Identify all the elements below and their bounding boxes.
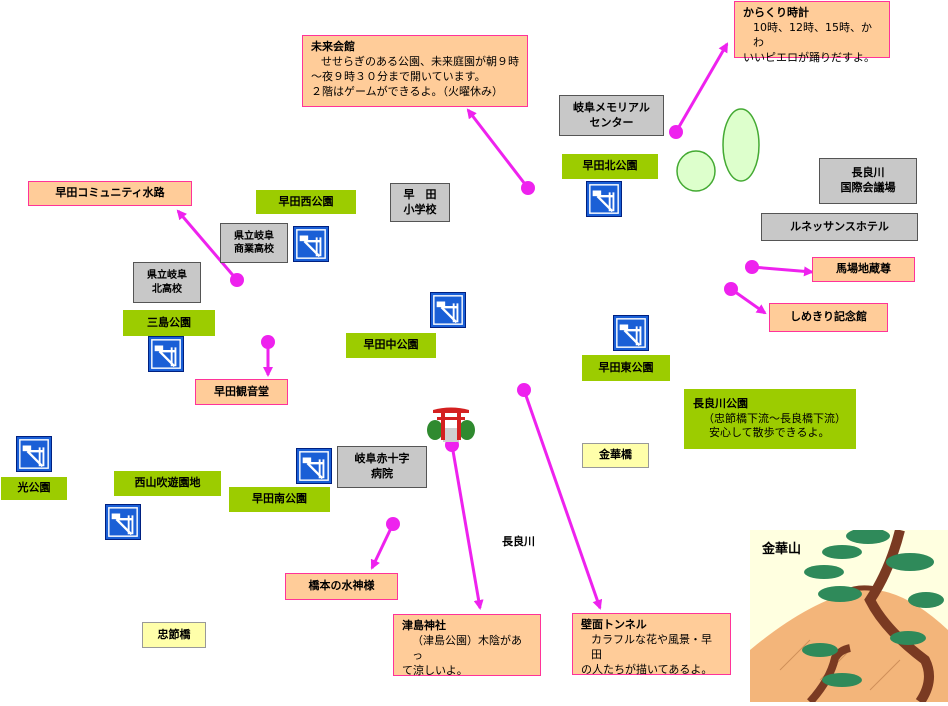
park-label-naka: 早田中公園 [346, 333, 436, 358]
note-line: ２階はゲームができるよ。（火曜休み） [311, 84, 503, 98]
park-slide-icon [296, 448, 332, 484]
park-label-minami: 早田南公園 [229, 487, 330, 512]
bridge-kinka: 金華橋 [582, 443, 649, 468]
note-line: 安心して散歩できるよ。 [709, 426, 830, 440]
note-line: の人たちが描いてあるよ。 [581, 662, 713, 676]
note-line: カラフルな花や風景・早田 [591, 632, 712, 661]
note-line: （津島公園）木陰があっ [412, 633, 522, 662]
note-title: 馬場地蔵尊 [836, 262, 891, 276]
note-line: 10時、12時、15時、かわ [753, 20, 872, 49]
note-title: 津島神社 [402, 619, 446, 632]
park-label-nagaragawa: 長良川公園 （忠節橋下流～長良橋下流） 安心して散歩できるよ。 [684, 389, 856, 449]
note-community-suiro: 早田コミュニティ水路 [28, 181, 192, 206]
park-slide-icon [430, 292, 466, 328]
note-kannon-do: 早田観音堂 [195, 379, 288, 405]
park-slide-icon [293, 226, 329, 262]
note-line: て涼しいよ。 [402, 663, 468, 677]
building-memorial-center: 岐阜メモリアルセンター [559, 95, 664, 136]
note-title: 長良川公園 [693, 396, 748, 410]
note-line: いいピエロが踊りだすよ。 [743, 50, 875, 64]
park-label-mishima: 三島公園 [123, 310, 215, 336]
note-title: 未来会館 [311, 40, 355, 53]
park-slide-icon [16, 436, 52, 472]
note-title: 橋本の水神様 [308, 579, 375, 593]
park-label-hikari: 光公園 [1, 477, 67, 500]
building-elementary-school: 早 田小学校 [390, 183, 450, 222]
marker-dot [386, 517, 400, 531]
marker-dot [261, 335, 275, 349]
note-title: 早田観音堂 [214, 384, 269, 398]
park-slide-icon [586, 181, 622, 217]
river-label: 長良川 [502, 535, 535, 548]
note-title: しめきり記念館 [790, 310, 867, 324]
marker-dot [669, 125, 683, 139]
mountain-label: 金華山 [762, 542, 802, 557]
marker-dot [517, 383, 531, 397]
note-line: せせらぎのある公園、未来庭園が朝９時 [321, 54, 519, 68]
note-mirai-kaikan: 未来会館 せせらぎのある公園、未来庭園が朝９時 ～夜９時３０分まで開いています。… [302, 35, 528, 107]
marker-dot [724, 282, 738, 296]
park-slide-icon [613, 315, 649, 351]
note-suijin: 橋本の水神様 [285, 573, 398, 600]
building-renaissance-hotel: ルネッサンスホテル [761, 213, 918, 241]
note-shimekiri: しめきり記念館 [769, 303, 888, 332]
building-convention-hall: 長良川国際会議場 [819, 158, 917, 204]
note-karakuri-clock: からくり時計 10時、12時、15時、かわ いいピエロが踊りだすよ。 [734, 1, 890, 64]
building-commercial-high: 県立岐阜商業高校 [220, 223, 288, 263]
note-wall-tunnel: 壁面トンネル カラフルな花や風景・早田 の人たちが描いてあるよ。 [572, 613, 731, 676]
park-label-nishi: 早田西公園 [256, 190, 356, 214]
building-kita-high: 県立岐阜北高校 [133, 262, 201, 303]
bridge-chusetsu: 忠節橋 [142, 622, 206, 648]
green-oval [676, 150, 716, 192]
note-title: 壁面トンネル [581, 618, 647, 631]
note-line: （忠節橋下流～長良橋下流） [703, 411, 846, 425]
marker-dot [521, 181, 535, 195]
note-tsushima-shrine: 津島神社 （津島公園）木陰があっ て涼しいよ。 [393, 614, 541, 677]
park-slide-icon [105, 504, 141, 540]
green-oval [722, 108, 760, 182]
note-baba-jizo: 馬場地蔵尊 [812, 257, 915, 282]
torii-gate-icon [427, 404, 475, 442]
pine-tree-mountain-icon: 金華山 [750, 528, 948, 705]
note-title: からくり時計 [743, 6, 809, 19]
park-label-kita: 早田北公園 [562, 154, 658, 179]
building-red-cross-hospital: 岐阜赤十字病院 [337, 446, 427, 488]
park-label-nishiyama: 西山吹遊園地 [114, 471, 221, 496]
note-title: 早田コミュニティ水路 [55, 186, 165, 200]
note-line: ～夜９時３０分まで開いています。 [311, 69, 486, 83]
park-slide-icon [148, 336, 184, 372]
marker-dot [745, 260, 759, 274]
marker-dot [230, 273, 244, 287]
park-label-higashi: 早田東公園 [582, 355, 670, 381]
